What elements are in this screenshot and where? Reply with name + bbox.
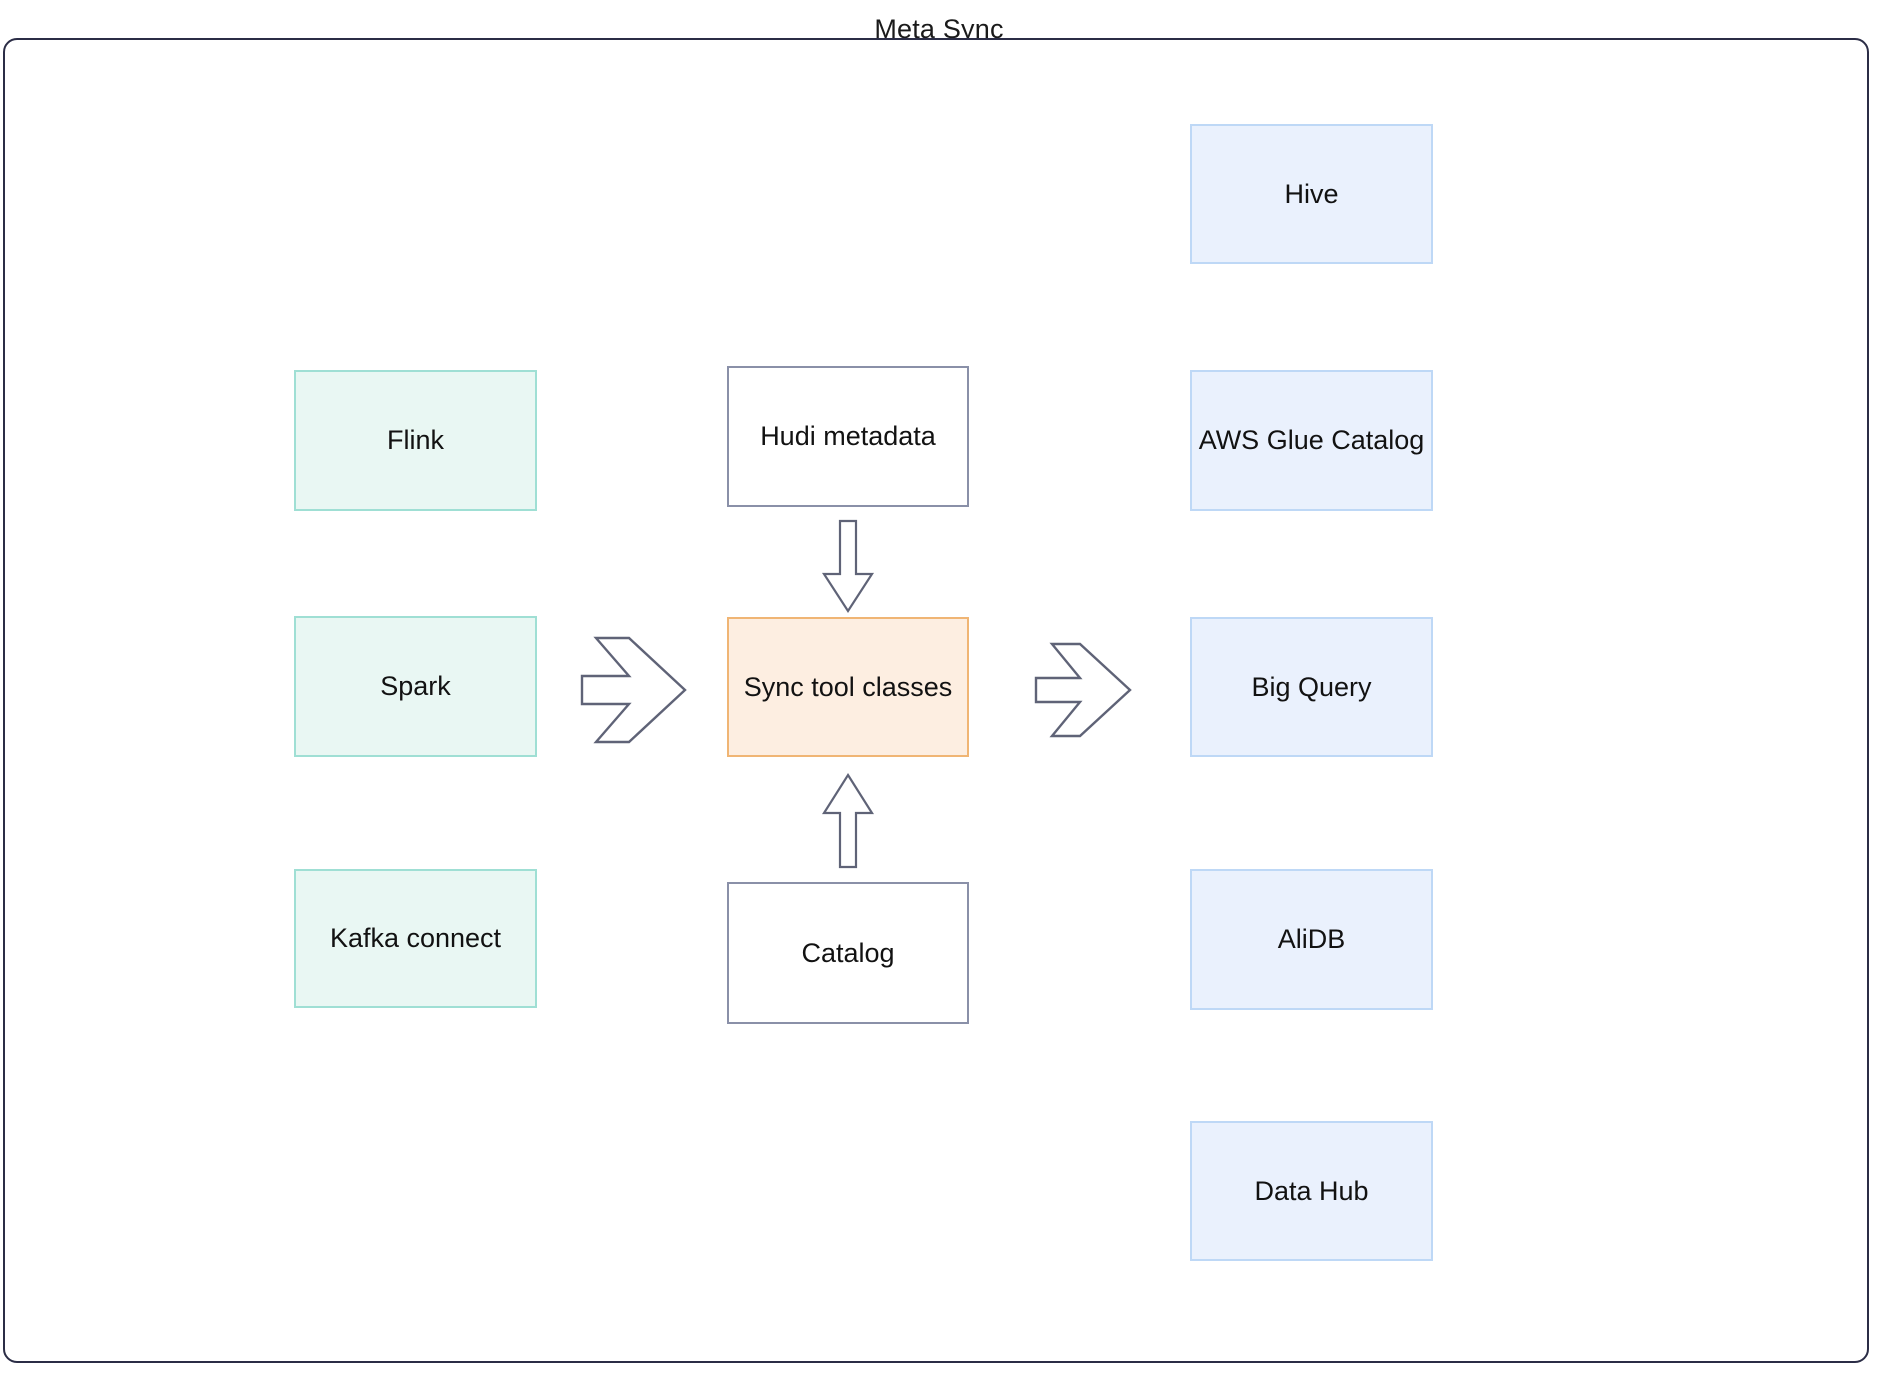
node-kafka-connect[interactable]: Kafka connect — [294, 869, 537, 1008]
node-alidb[interactable]: AliDB — [1190, 869, 1433, 1010]
connector-sources-to-sync — [580, 636, 687, 744]
node-label: AliDB — [1277, 924, 1346, 955]
node-label: Hudi metadata — [760, 421, 936, 452]
node-data-hub[interactable]: Data Hub — [1190, 1121, 1433, 1261]
node-label: Flink — [386, 425, 444, 456]
node-label: AWS Glue Catalog — [1198, 425, 1425, 456]
block-arrow-down-icon — [821, 519, 875, 614]
connector-sync-to-targets — [1034, 642, 1132, 738]
node-catalog[interactable]: Catalog — [727, 882, 969, 1024]
node-label: Big Query — [1251, 671, 1372, 702]
node-label: Spark — [380, 671, 451, 702]
node-flink[interactable]: Flink — [294, 370, 537, 511]
block-arrow-up-icon — [822, 772, 874, 869]
node-label: Sync tool classes — [743, 671, 953, 702]
node-hive[interactable]: Hive — [1190, 124, 1433, 264]
node-aws-glue-catalog[interactable]: AWS Glue Catalog — [1190, 370, 1433, 511]
node-hudi-metadata[interactable]: Hudi metadata — [727, 366, 969, 507]
node-label: Hive — [1284, 178, 1339, 209]
chevron-arrow-right-icon — [580, 636, 687, 744]
node-big-query[interactable]: Big Query — [1190, 617, 1433, 757]
node-label: Catalog — [801, 937, 895, 968]
node-label: Kafka connect — [329, 923, 502, 954]
connector-catalog-to-sync — [822, 772, 874, 869]
node-spark[interactable]: Spark — [294, 616, 537, 757]
node-sync-tool-classes[interactable]: Sync tool classes — [727, 617, 969, 757]
connector-hudi-to-sync — [821, 519, 875, 614]
chevron-arrow-right-icon — [1034, 642, 1132, 738]
node-label: Data Hub — [1254, 1175, 1369, 1206]
